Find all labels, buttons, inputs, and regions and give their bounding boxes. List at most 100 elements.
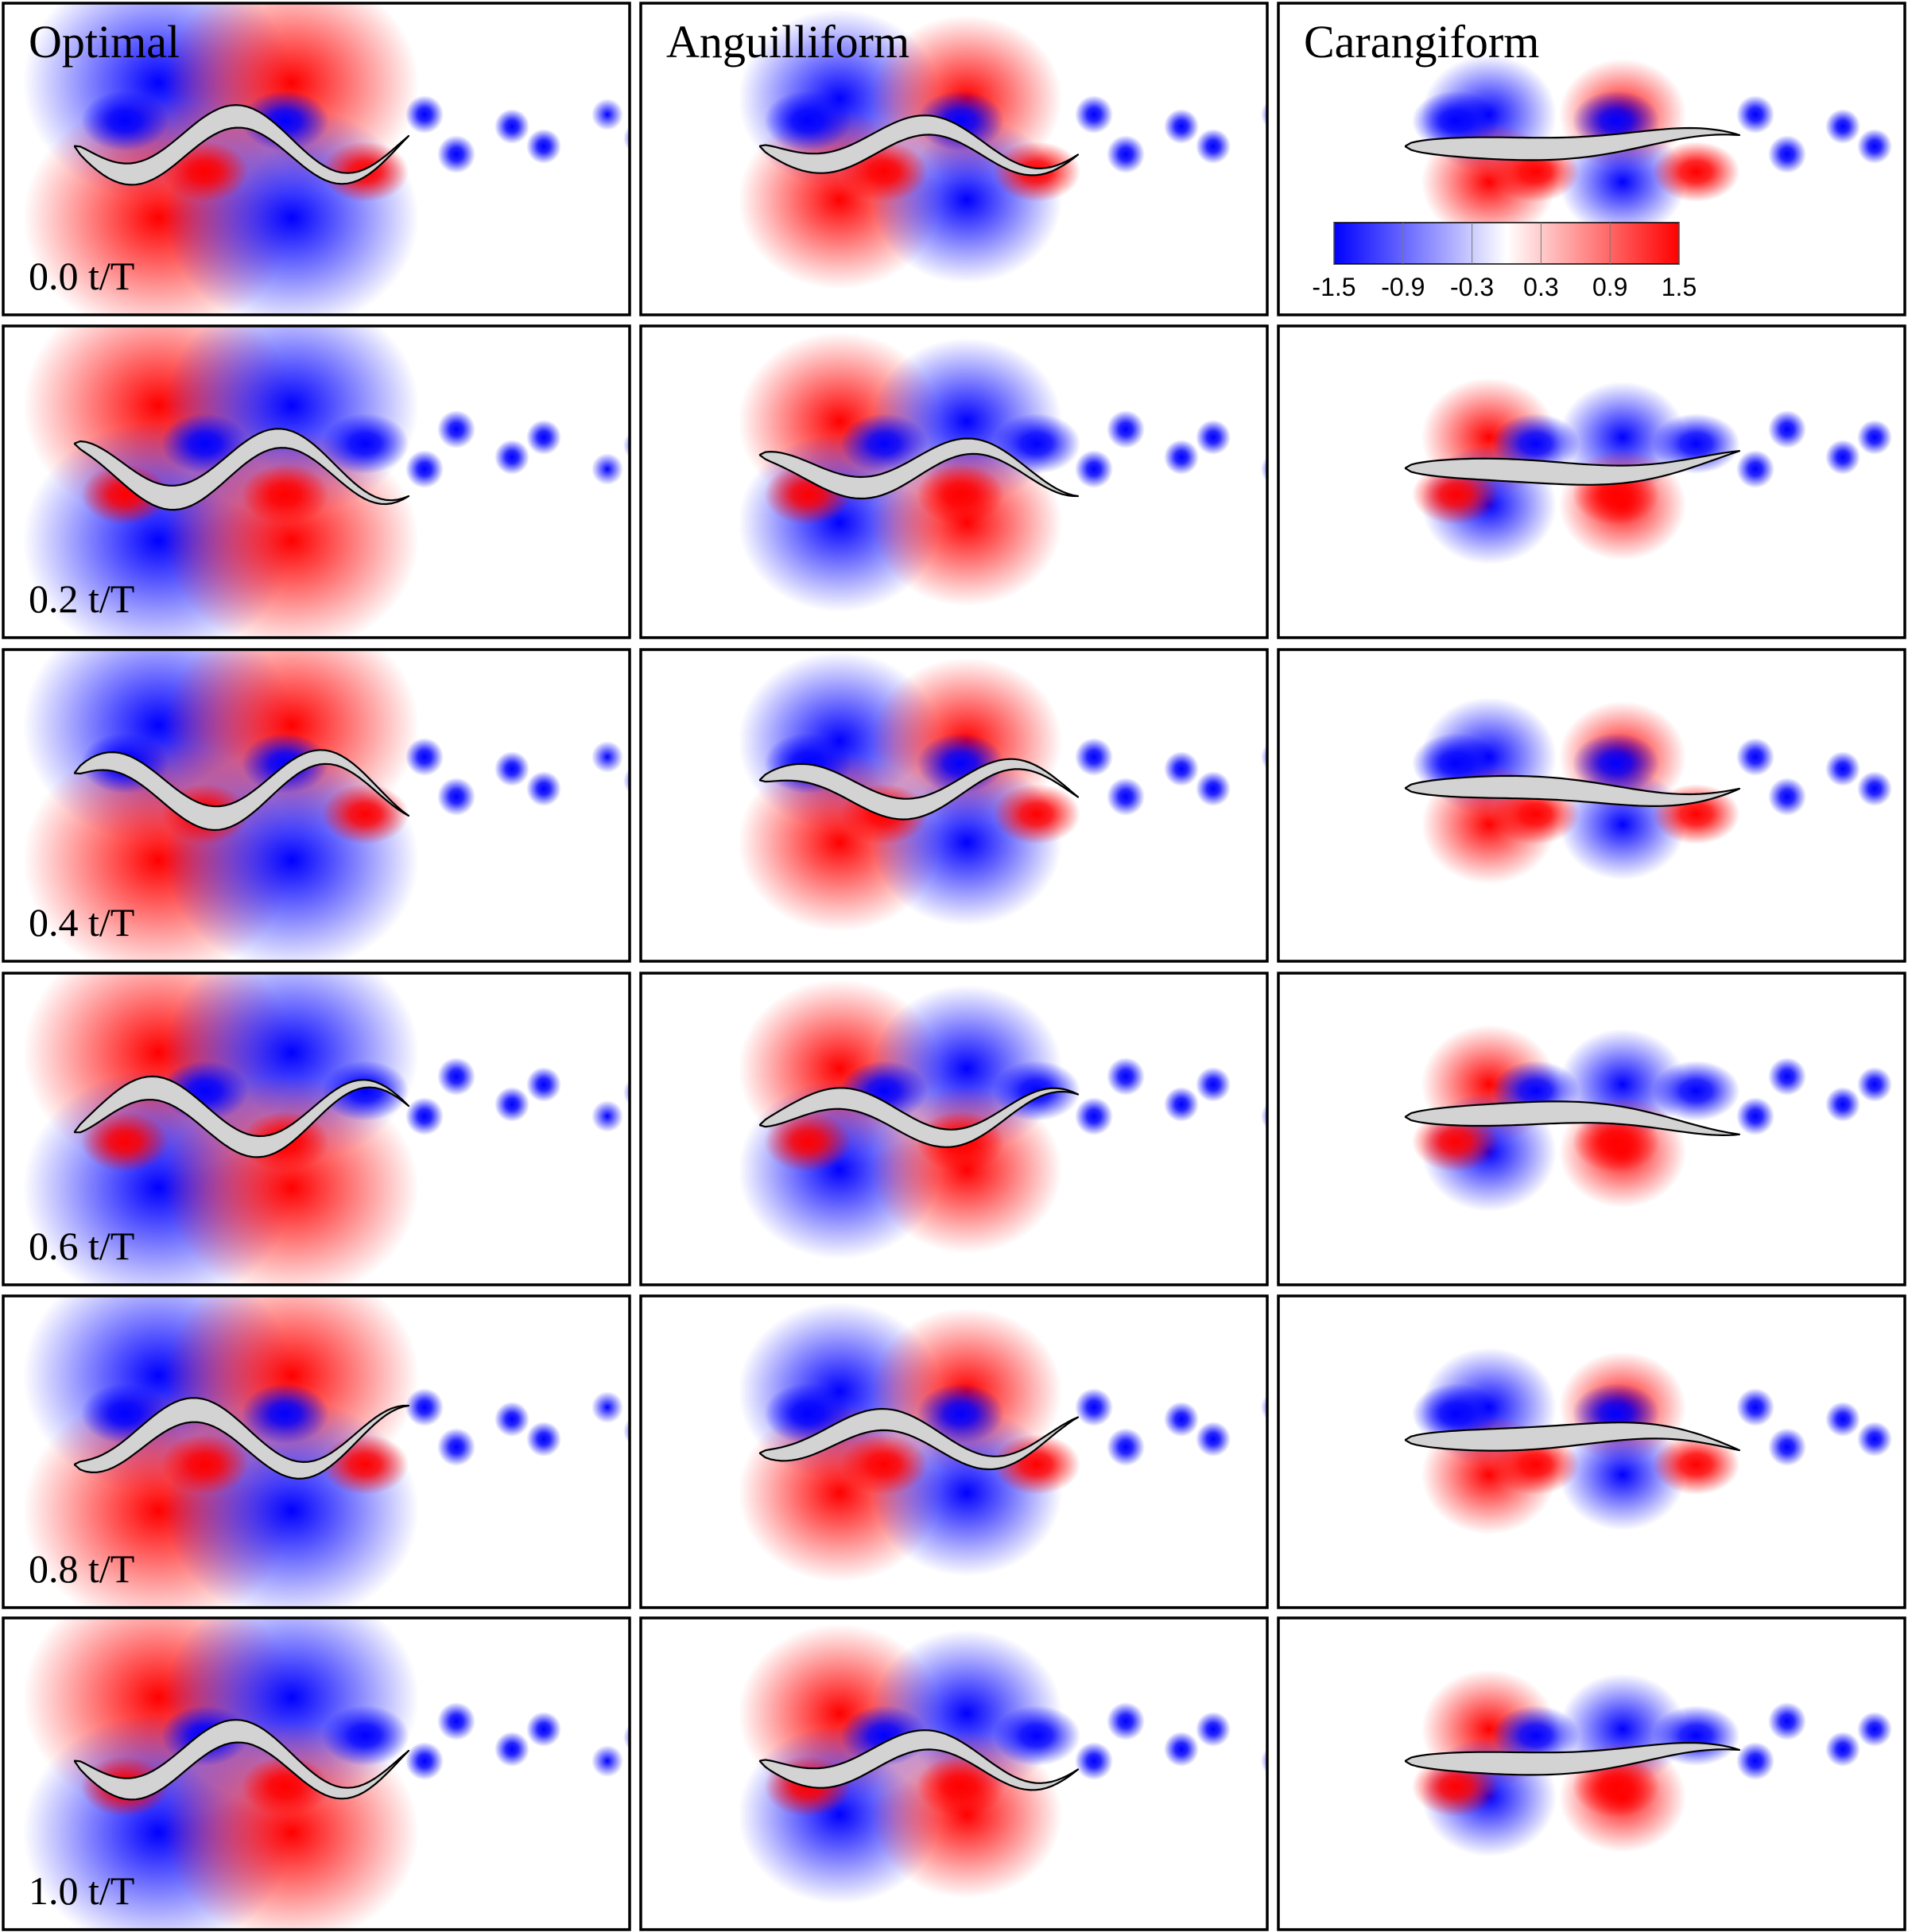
boundary-vortex: [1412, 91, 1499, 151]
wake-vortex: [405, 1742, 444, 1780]
panel-1-0: Anguilliform: [639, 2, 1269, 316]
panel-1-4: [639, 1294, 1269, 1609]
wake-vortex: [1857, 420, 1892, 455]
panel-1-2: [639, 648, 1269, 963]
boundary-vortex: [993, 1434, 1080, 1495]
time-label: 0.8 t/T: [29, 1546, 134, 1591]
panel-frame: [639, 972, 1269, 1286]
wake-vortex: [1196, 129, 1231, 164]
column-title: Anguilliform: [666, 16, 909, 68]
panel-frame: [2, 324, 631, 639]
wake-vortex: [494, 109, 529, 144]
wake-vortex: [1825, 440, 1860, 475]
time-label: 0.0 t/T: [29, 254, 134, 298]
wake-vortex: [437, 410, 475, 448]
boundary-vortex: [1412, 1383, 1499, 1444]
panel-0-3: 0.6 t/T: [2, 972, 631, 1286]
wake-vortex: [591, 453, 623, 485]
wake-vortex: [1768, 778, 1806, 816]
wake-vortex: [591, 741, 623, 773]
boundary-vortex: [1652, 142, 1740, 202]
panel-2-3: [1277, 972, 1906, 1286]
wake-vortex: [1857, 771, 1892, 806]
wake-vortex: [1736, 1097, 1774, 1135]
wake-vortex: [437, 1428, 475, 1466]
swimmer-body: [758, 114, 1080, 177]
wake-vortex: [1768, 1428, 1806, 1466]
column-title: Carangiform: [1304, 16, 1539, 68]
wake-vortex: [1075, 738, 1113, 776]
wake-vortex: [526, 129, 561, 164]
wake-vortex: [1825, 1732, 1860, 1767]
wake-vortex: [1736, 450, 1774, 488]
panel-frame: [639, 2, 1269, 316]
wake-vortex: [1164, 440, 1199, 475]
panel-frame: [2, 972, 631, 1286]
wake-vortex: [1261, 456, 1267, 482]
wake-vortex: [1164, 109, 1199, 144]
panel-0-5: 1.0 t/T: [2, 1616, 631, 1931]
wake-vortex: [1857, 129, 1892, 164]
boundary-vortex: [1652, 1061, 1740, 1121]
wake-vortex: [1261, 102, 1267, 127]
wake-vortex: [494, 1087, 529, 1122]
wake-vortex: [1768, 410, 1806, 448]
boundary-vortex: [917, 1383, 1004, 1444]
colorbar-tick-label: -0.3: [1450, 273, 1494, 301]
colorbar-tick-label: 1.5: [1662, 273, 1697, 301]
wake-vortex: [1075, 1388, 1113, 1426]
swimmer-body: [73, 428, 410, 511]
panel-frame: [639, 1616, 1269, 1931]
wake-vortex: [437, 1702, 475, 1740]
panel-frame: [1277, 2, 1906, 316]
wake-vortex: [623, 1418, 630, 1444]
wake-vortex: [1107, 410, 1145, 448]
panel-2-4: [1277, 1294, 1906, 1609]
colorbar-tick-label: -0.9: [1381, 273, 1425, 301]
panel-2-0: Carangiform: [1277, 2, 1906, 316]
wake-vortex: [1261, 744, 1267, 770]
wake-vortex: [405, 1097, 444, 1135]
wake-vortex: [1107, 1428, 1145, 1466]
wake-vortex: [1075, 1097, 1113, 1135]
wake-vortex: [526, 771, 561, 806]
colorbar-tick-label: 0.3: [1523, 273, 1558, 301]
wake-vortex: [1196, 420, 1231, 455]
boundary-vortex: [917, 1756, 1004, 1817]
swimmer-body: [758, 1407, 1080, 1471]
wake-vortex: [1107, 778, 1145, 816]
wake-vortex: [1075, 1742, 1113, 1780]
wake-vortex: [526, 1422, 561, 1457]
swimmer-body: [1404, 1100, 1741, 1136]
vorticity-field: [738, 651, 1267, 932]
boundary-vortex: [993, 784, 1080, 844]
panel-frame: [1277, 648, 1906, 963]
wake-vortex: [1164, 1402, 1199, 1437]
wake-vortex: [405, 450, 444, 488]
panel-2-5: [1277, 1616, 1906, 1931]
panel-frame: [2, 2, 631, 316]
wake-vortex: [405, 1388, 444, 1426]
wake-vortex: [1261, 1104, 1267, 1129]
colorbar-gradient: [1333, 222, 1680, 265]
panel-frame: [639, 1294, 1269, 1609]
panel-frame: [1277, 1294, 1906, 1609]
wake-vortex: [437, 1057, 475, 1096]
wake-vortex: [1107, 135, 1145, 173]
wake-vortex: [1196, 1067, 1231, 1102]
swimmer-body: [73, 1719, 410, 1801]
wake-vortex: [1196, 771, 1231, 806]
swimmer-body: [1404, 1741, 1741, 1776]
boundary-vortex: [321, 1061, 409, 1121]
wake-vortex: [1825, 751, 1860, 786]
panel-0-2: 0.4 t/T: [2, 648, 631, 963]
time-label: 0.6 t/T: [29, 1224, 134, 1268]
wake-vortex: [623, 1080, 630, 1105]
panel-frame: [2, 1294, 631, 1609]
wake-vortex: [494, 1402, 529, 1437]
diffuse-region: [1559, 1419, 1686, 1530]
wake-vortex: [1825, 1087, 1860, 1122]
swimmer-body: [1404, 1422, 1741, 1452]
